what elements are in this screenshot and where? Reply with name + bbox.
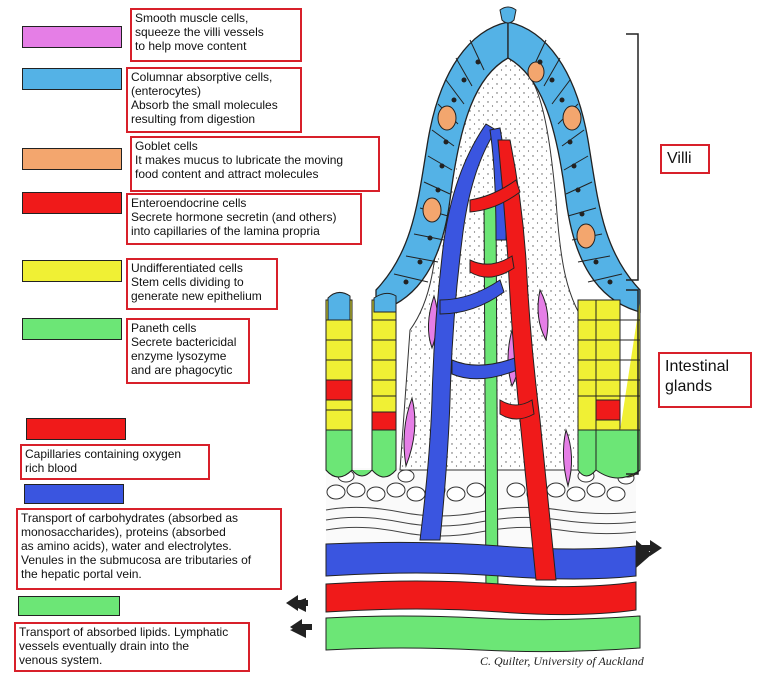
nuclei [403, 59, 613, 285]
goblet-label: Goblet cells It makes mucus to lubricate… [130, 136, 380, 192]
enteroendocrine-swatch [22, 192, 122, 214]
venule-swatch [24, 484, 124, 504]
paneth-label: Paneth cells Secrete bactericidal enzyme… [126, 318, 250, 384]
credit-text: C. Quilter, University of Auckland [480, 654, 644, 668]
capillary-label: Capillaries containing oxygen rich blood [20, 444, 210, 480]
capillary-swatch [26, 418, 126, 440]
venous-network [325, 123, 652, 580]
villi-label: Villi [660, 144, 710, 174]
goblet-cells [422, 61, 596, 249]
venule-label: Transport of carbohydrates (absorbed as … [16, 508, 282, 590]
glands-bracket [626, 289, 639, 475]
stem-cell-swatch [22, 260, 122, 282]
enterocyte-swatch [22, 68, 122, 90]
smooth-muscle-swatch [22, 26, 122, 48]
flow-arrows [286, 540, 662, 635]
enterocyte-label: Columnar absorptive cells, (enterocytes)… [126, 67, 302, 133]
villi-bracket [626, 33, 639, 281]
paneth-swatch [22, 318, 122, 340]
lymphatic-label: Transport of absorbed lipids. Lymphatic … [14, 622, 250, 672]
stem-cell-label: Undifferentiated cells Stem cells dividi… [126, 258, 278, 310]
enteroendocrine-label: Enteroendocrine cells Secrete hormone se… [126, 193, 362, 245]
villus-tip [499, 6, 517, 24]
smooth-muscle-label: Smooth muscle cells, squeeze the villi v… [130, 8, 302, 62]
intestinal-glands-label: Intestinal glands [658, 352, 752, 408]
submucosa [325, 468, 637, 548]
goblet-swatch [22, 148, 122, 170]
arterial-network [290, 139, 637, 638]
lymphatic-swatch [18, 596, 120, 616]
crypt-right [577, 299, 641, 479]
crypt-left [325, 292, 397, 478]
